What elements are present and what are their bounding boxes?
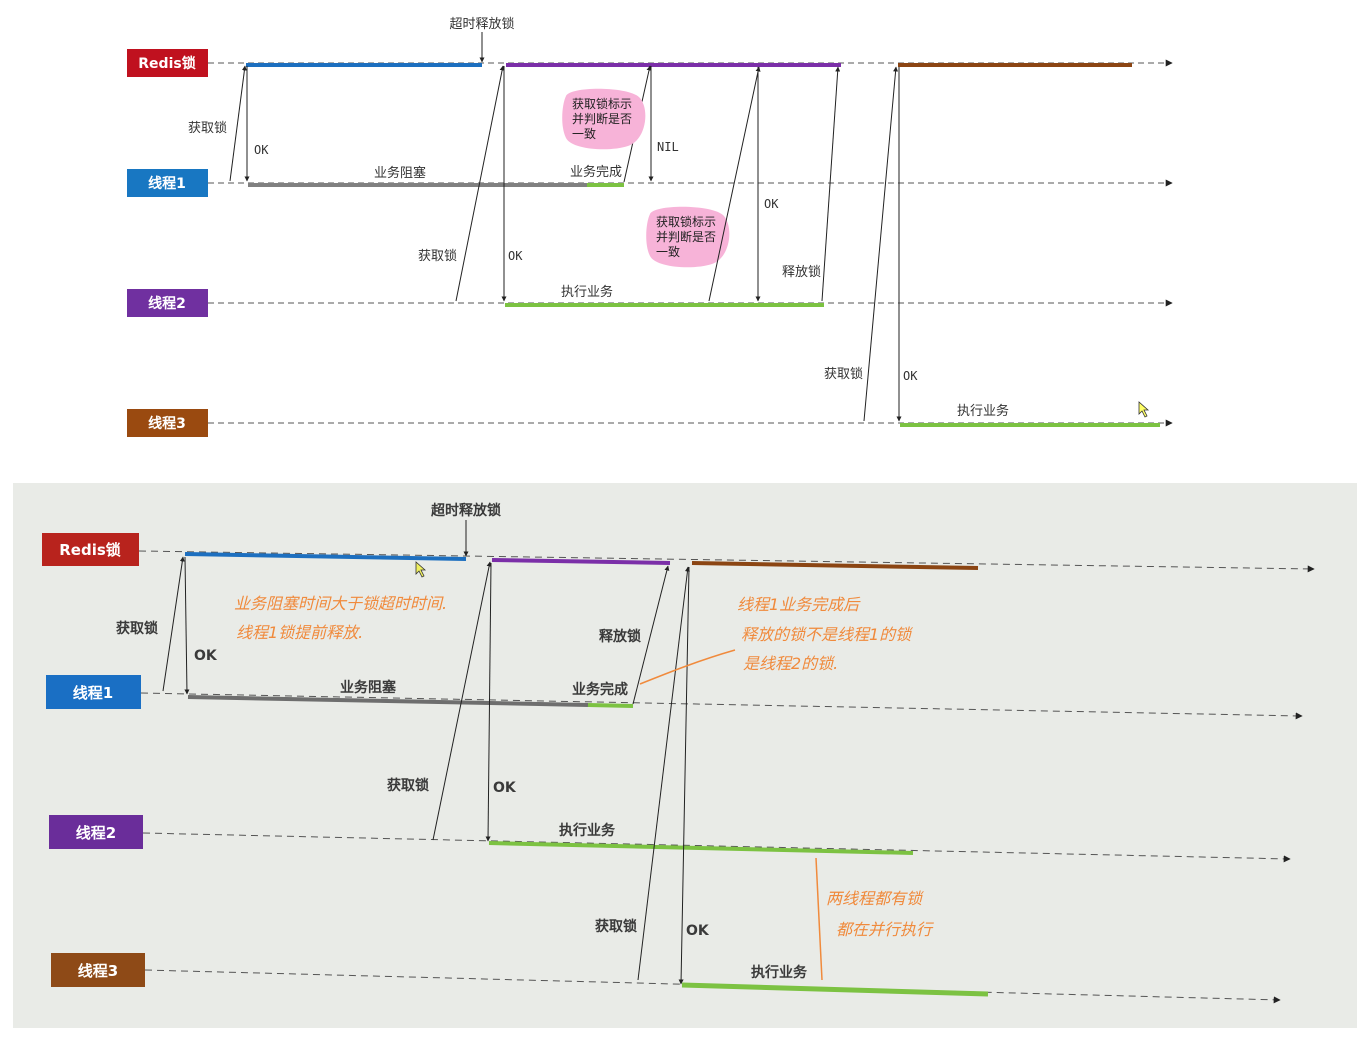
top-lane-thread2-label: 线程2 [148, 295, 186, 312]
svg-text:获取锁标示: 获取锁标示 [656, 214, 716, 229]
handwritten-note-1: 业务阻塞时间大于锁超时时间. 线程1锁提前释放. [234, 594, 447, 642]
bottom-redis-bar-thread2 [491, 558, 671, 565]
top-arrow-check-2 [708, 66, 761, 302]
top-label-ok-2b: OK [764, 197, 779, 211]
svg-text:一致: 一致 [656, 245, 680, 259]
top-arrow-release-2 [821, 66, 841, 302]
top-lane-redis-label: Redis锁 [138, 55, 195, 72]
bottom-arrow-acquire-3 [637, 566, 690, 981]
svg-text:业务阻塞时间大于锁超时时间.: 业务阻塞时间大于锁超时时间. [234, 594, 447, 613]
bottom-thread1-blocked-bar [187, 695, 589, 707]
bottom-label-release-1: 释放锁 [599, 628, 641, 645]
svg-text:都在并行执行: 都在并行执行 [836, 920, 934, 939]
bottom-label-execute-2: 执行业务 [559, 822, 616, 839]
svg-text:线程3: 线程3 [78, 962, 118, 980]
bottom-lane-thread2: 线程2 [49, 815, 143, 849]
photo-cursor-icon [415, 561, 427, 578]
top-label-ok-2: OK [508, 249, 523, 263]
svg-text:获取锁标示: 获取锁标示 [572, 96, 632, 111]
svg-text:并判断是否: 并判断是否 [572, 111, 632, 126]
bottom-thread1-done-bar [587, 703, 634, 708]
bottom-arrow-release-1 [632, 565, 670, 705]
bottom-arrow-ok-1 [184, 556, 190, 695]
bottom-label-acquire-3: 获取锁 [595, 918, 637, 935]
top-label-business-block: 业务阻塞 [374, 165, 426, 181]
top-label-release-2: 释放锁 [782, 264, 821, 280]
bottom-label-business-done: 业务完成 [572, 681, 628, 698]
top-lane-redis: Redis锁 [127, 49, 208, 77]
svg-text:线程1锁提前释放.: 线程1锁提前释放. [236, 623, 363, 642]
bottom-label-ok-3: OK [686, 923, 710, 939]
top-label-ok-3: OK [903, 369, 918, 383]
bottom-timeline-thread1 [140, 692, 1303, 720]
bottom-label-acquire-2: 获取锁 [387, 777, 429, 794]
top-pink-note-1: 获取锁标示 并判断是否 一致 [562, 88, 646, 150]
bottom-label-execute-3: 执行业务 [751, 964, 808, 981]
bottom-redis-bar-thread1 [184, 552, 467, 561]
top-label-timeout: 超时释放锁 [449, 16, 514, 32]
bottom-label-ok-2: OK [493, 780, 517, 796]
top-label-business-done: 业务完成 [570, 164, 622, 180]
top-arrow-acquire-1 [229, 65, 247, 182]
top-lane-thread2: 线程2 [127, 289, 208, 317]
top-label-execute-2: 执行业务 [561, 284, 613, 300]
svg-text:一致: 一致 [572, 127, 596, 141]
handwritten-note-2: 线程1业务完成后 释放的锁不是线程1的锁 是线程2的锁. [639, 595, 913, 685]
top-arrow-acquire-2 [455, 65, 505, 302]
top-lane-thread1-label: 线程1 [148, 175, 186, 192]
top-label-ok-1: OK [254, 143, 269, 157]
bottom-arrow-acquire-2 [432, 561, 492, 841]
bottom-label-acquire-1: 获取锁 [116, 620, 158, 637]
top-label-nil: NIL [657, 140, 679, 154]
top-label-acquire-2: 获取锁 [418, 248, 457, 264]
top-lane-thread3: 线程3 [127, 409, 208, 437]
svg-text:并判断是否: 并判断是否 [656, 229, 716, 244]
top-diagram: Redis锁 线程1 线程2 线程3 超时释放锁 [127, 16, 1173, 437]
bottom-label-ok-1: OK [194, 648, 218, 664]
bottom-lane-thread3: 线程3 [51, 953, 145, 987]
svg-text:线程1: 线程1 [73, 684, 113, 702]
bottom-label-business-block: 业务阻塞 [340, 679, 397, 696]
top-pink-note-2: 获取锁标示 并判断是否 一致 [646, 206, 730, 268]
handwritten-note-3: 两线程都有锁 都在并行执行 [815, 857, 934, 981]
bottom-arrow-ok-2 [485, 562, 492, 842]
svg-text:Redis锁: Redis锁 [59, 541, 121, 559]
bottom-redis-bar-thread3 [691, 561, 979, 570]
bottom-timeline-redis [138, 550, 1315, 573]
top-lane-thread3-label: 线程3 [148, 415, 186, 432]
svg-text:线程1业务完成后: 线程1业务完成后 [737, 595, 861, 614]
svg-text:是线程2的锁.: 是线程2的锁. [743, 654, 838, 673]
top-label-execute-3: 执行业务 [957, 403, 1009, 419]
svg-text:线程2: 线程2 [76, 824, 116, 842]
top-arrow-acquire-3 [863, 66, 899, 422]
bottom-diagram-photo: Redis锁 线程1 线程2 线程3 超时释放锁 [13, 483, 1357, 1028]
bottom-lane-redis: Redis锁 [42, 533, 139, 566]
bottom-arrow-acquire-1 [162, 556, 185, 692]
svg-text:释放的锁不是线程1的锁: 释放的锁不是线程1的锁 [741, 625, 913, 644]
bottom-arrow-ok-3 [678, 566, 690, 985]
bottom-thread2-exec-bar [488, 841, 914, 855]
bottom-label-timeout: 超时释放锁 [430, 502, 501, 519]
cursor-icon [1138, 401, 1150, 418]
svg-text:两线程都有锁: 两线程都有锁 [826, 889, 924, 908]
top-lane-thread1: 线程1 [127, 169, 208, 197]
top-label-acquire-1: 获取锁 [188, 120, 227, 136]
top-label-acquire-3: 获取锁 [824, 366, 863, 382]
bottom-thread3-exec-bar [681, 982, 989, 997]
bottom-lane-thread1: 线程1 [46, 675, 141, 709]
